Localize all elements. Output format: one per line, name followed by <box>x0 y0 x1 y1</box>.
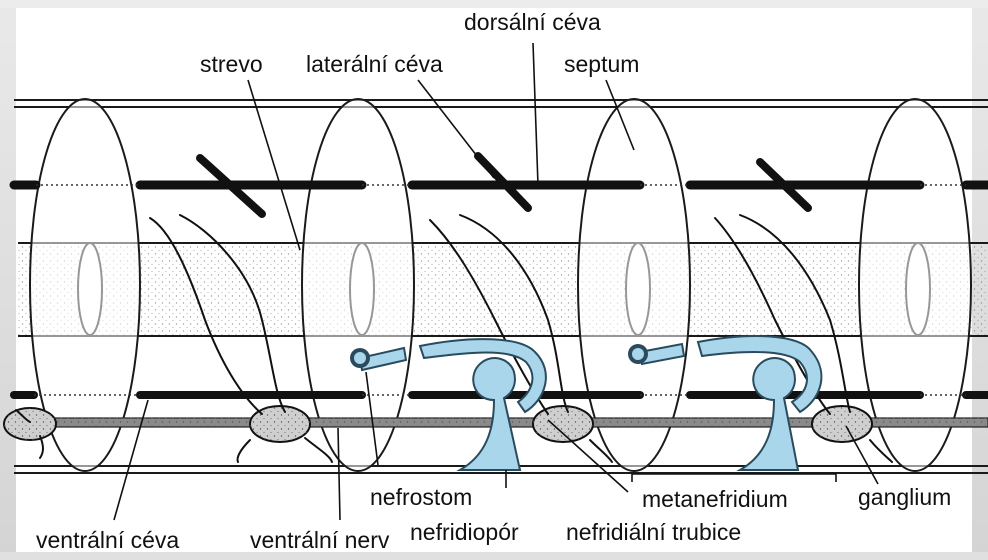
nephrostome-1 <box>350 348 370 368</box>
frame-bottom <box>0 552 988 560</box>
septum-3 <box>578 99 690 471</box>
label-strevo: strevo <box>200 51 263 77</box>
frame-left <box>0 0 16 560</box>
frame-top <box>0 0 988 8</box>
label-ventralni-ceva: ventrální céva <box>36 527 179 553</box>
label-nefridiopor: nefridiopór <box>410 519 519 545</box>
label-lateralni-ceva: laterální céva <box>306 51 443 77</box>
label-septum: septum <box>564 51 639 77</box>
label-nefrostom: nefrostom <box>370 484 472 510</box>
metanefridium-bracket <box>632 474 836 482</box>
nephrostome-2 <box>628 344 648 364</box>
label-metanefridium: metanefridium <box>642 486 788 512</box>
label-ventralni-nerv: ventrální nerv <box>250 527 390 553</box>
label-ganglium: ganglium <box>858 484 951 510</box>
label-dorsalni-ceva: dorsální céva <box>464 9 601 35</box>
intestine <box>18 243 988 336</box>
label-nefridialni-trubice: nefridiální trubice <box>566 519 741 545</box>
septum-2 <box>302 99 414 471</box>
septum-4 <box>859 99 971 471</box>
